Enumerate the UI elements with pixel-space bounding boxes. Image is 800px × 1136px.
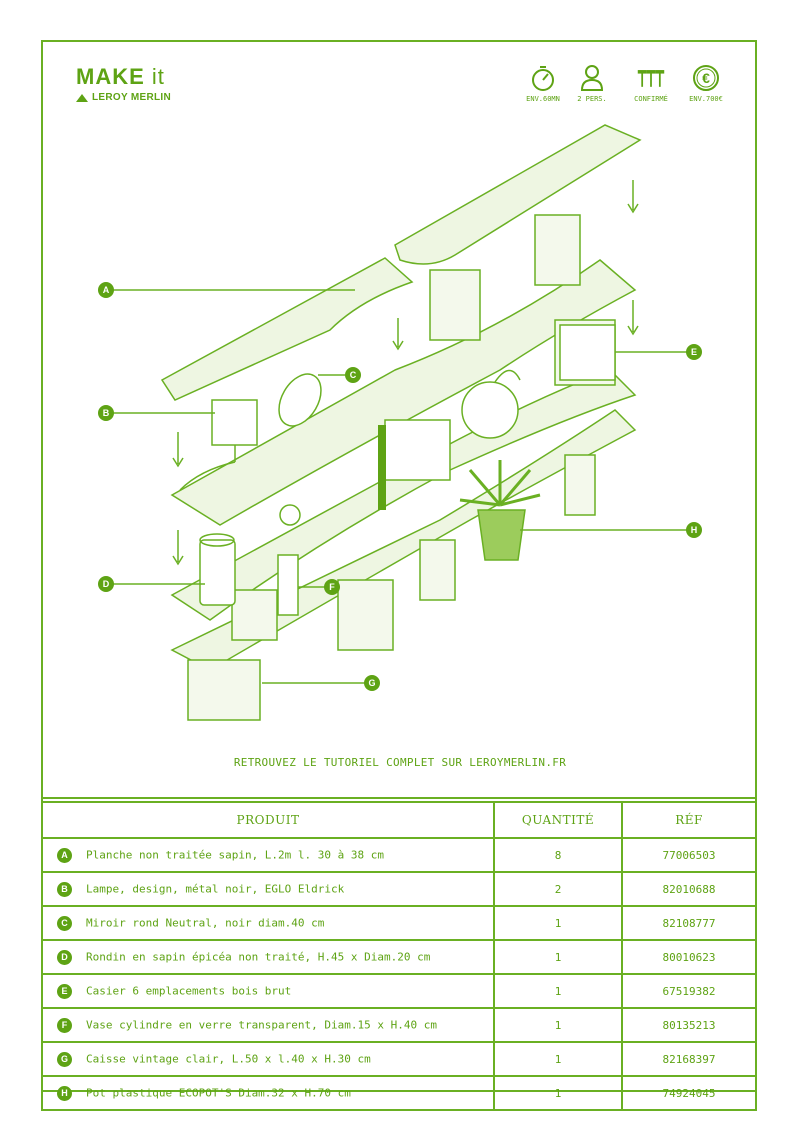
logo-brand: LEROY MERLIN xyxy=(92,92,171,103)
logo-it: it xyxy=(151,64,165,89)
logo-make: MAKE xyxy=(76,64,145,89)
quantity-cell: 1 xyxy=(493,905,623,941)
meta-budget-label: ENV.700€ xyxy=(689,95,723,103)
table-row: G Caisse vintage clair, L.50 x l.40 x H.3… xyxy=(41,1041,757,1077)
label-d: D xyxy=(103,579,110,589)
header-product: PRODUIT xyxy=(41,797,495,839)
label-e: E xyxy=(691,347,697,357)
ref-cell: 82108777 xyxy=(621,905,757,941)
label-a: A xyxy=(103,285,110,295)
meta-persons: 2 PERS. xyxy=(567,64,617,103)
product-name: Vase cylindre en verre transparent, Diam… xyxy=(86,1018,437,1031)
meta-budget: € ENV.700€ xyxy=(681,64,731,103)
label-b: B xyxy=(103,408,110,418)
table-row: H Pot plastique ECOPOT'S Diam.32 x H.70 c… xyxy=(41,1075,757,1111)
leroy-merlin-triangle-icon xyxy=(76,93,88,102)
illustration-labels: A B C D E F G H xyxy=(98,282,702,691)
ref-cell: 82168397 xyxy=(621,1041,757,1077)
item-letter-badge: G xyxy=(57,1051,72,1067)
meta-time-label: ENV.60MN xyxy=(526,95,560,103)
product-name: Casier 6 emplacements bois brut xyxy=(86,984,292,997)
euro-icon: € xyxy=(693,65,719,91)
product-name: Rondin en sapin épicéa non traité, H.45 … xyxy=(86,950,431,963)
ref-cell: 77006503 xyxy=(621,837,757,873)
quantity-cell: 2 xyxy=(493,871,623,907)
quantity-cell: 1 xyxy=(493,1007,623,1043)
label-h: H xyxy=(691,525,698,535)
tutorial-link-text: RETROUVEZ LE TUTORIEL COMPLET SUR LEROYM… xyxy=(233,756,567,769)
item-letter-badge: D xyxy=(57,949,72,965)
item-letter-badge: F xyxy=(57,1017,72,1033)
shelf-illustration: A B C D E F G H xyxy=(98,124,702,721)
product-cell: C Miroir rond Neutral, noir diam.40 cm xyxy=(41,905,495,941)
product-name: Lampe, design, métal noir, EGLO Eldrick xyxy=(86,882,345,895)
product-name: Miroir rond Neutral, noir diam.40 cm xyxy=(86,916,325,929)
item-letter-badge: A xyxy=(57,847,72,863)
product-table: PRODUIT QUANTITÉ RÉF A Planche non traité… xyxy=(41,797,757,1111)
table-row: A Planche non traitée sapin, L.2m l. 30 à… xyxy=(41,837,757,873)
header-quantity: QUANTITÉ xyxy=(493,797,623,839)
table-row: D Rondin en sapin épicéa non traité, H.45… xyxy=(41,939,757,975)
product-cell: H Pot plastique ECOPOT'S Diam.32 x H.70 c… xyxy=(41,1075,495,1111)
label-f: F xyxy=(329,582,335,592)
ref-cell: 74924045 xyxy=(621,1075,757,1111)
table-row: F Vase cylindre en verre transparent, Dia… xyxy=(41,1007,757,1043)
product-cell: D Rondin en sapin épicéa non traité, H.45… xyxy=(41,939,495,975)
meta-level: CONFIRMÉ xyxy=(626,64,676,103)
item-letter-badge: B xyxy=(57,881,72,897)
make-it-logo: MAKE it LEROY MERLIN xyxy=(76,66,171,103)
quantity-cell: 1 xyxy=(493,1041,623,1077)
product-cell: G Caisse vintage clair, L.50 x l.40 x H.3… xyxy=(41,1041,495,1077)
product-name: Caisse vintage clair, L.50 x l.40 x H.30… xyxy=(86,1052,371,1065)
quantity-cell: 8 xyxy=(493,837,623,873)
meta-time: ENV.60MN xyxy=(518,64,568,103)
product-cell: F Vase cylindre en verre transparent, Dia… xyxy=(41,1007,495,1043)
ref-cell: 80135213 xyxy=(621,1007,757,1043)
header-ref: RÉF xyxy=(621,797,757,839)
ref-cell: 80010623 xyxy=(621,939,757,975)
person-icon xyxy=(580,65,604,91)
item-letter-badge: H xyxy=(57,1085,72,1101)
table-row: B Lampe, design, métal noir, EGLO Eldrick… xyxy=(41,871,757,907)
quantity-cell: 1 xyxy=(493,1075,623,1111)
meta-persons-label: 2 PERS. xyxy=(577,95,607,103)
product-name: Planche non traitée sapin, L.2m l. 30 à … xyxy=(86,848,385,861)
hammers-icon xyxy=(637,70,665,87)
stopwatch-icon xyxy=(532,66,554,91)
quantity-cell: 1 xyxy=(493,973,623,1009)
ref-cell: 67519382 xyxy=(621,973,757,1009)
label-g: G xyxy=(368,678,375,688)
item-letter-badge: C xyxy=(57,915,72,931)
svg-text:€: € xyxy=(702,70,710,86)
product-cell: E Casier 6 emplacements bois brut xyxy=(41,973,495,1009)
product-cell: A Planche non traitée sapin, L.2m l. 30 à… xyxy=(41,837,495,873)
label-c: C xyxy=(350,370,357,380)
quantity-cell: 1 xyxy=(493,939,623,975)
item-letter-badge: E xyxy=(57,983,72,999)
ref-cell: 82010688 xyxy=(621,871,757,907)
product-name: Pot plastique ECOPOT'S Diam.32 x H.70 cm xyxy=(86,1086,351,1099)
meta-level-label: CONFIRMÉ xyxy=(634,95,668,103)
product-cell: B Lampe, design, métal noir, EGLO Eldrick xyxy=(41,871,495,907)
